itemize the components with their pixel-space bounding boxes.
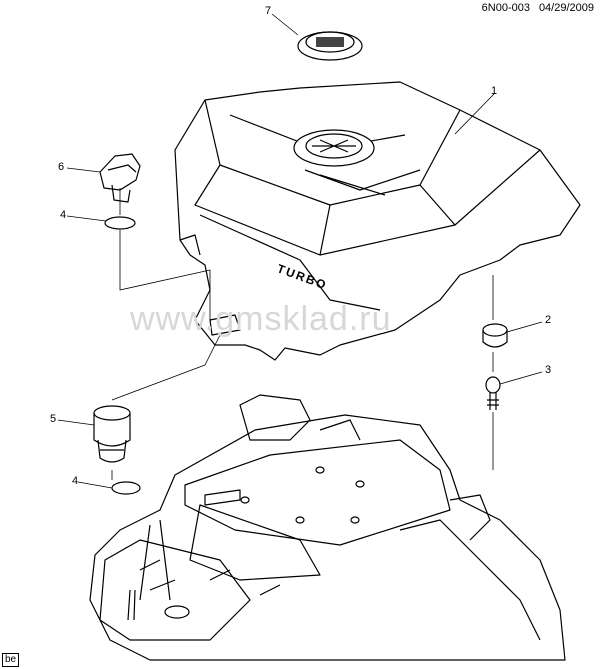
engine-cover-part-1 [174,81,581,361]
callout-5: 5 [50,413,57,425]
o-ring-part-4-upper [104,216,136,230]
o-ring-part-4-lower [111,481,141,495]
watermark-text: www.gmsklad.ru [130,300,392,338]
oil-filler-cap-part-6 [99,153,141,203]
cap-part-7 [297,31,363,61]
callout-4-upper: 4 [60,209,67,221]
filler-tube-part-5 [93,405,131,463]
corner-tag: be [2,653,20,667]
callout-1: 1 [491,85,498,97]
connector-lines [111,188,494,480]
callout-7: 7 [265,5,272,17]
reference-code: 6N00-003 [481,2,530,14]
callout-3: 3 [545,364,552,376]
leader-lines [57,13,543,489]
stud-part-3 [485,376,501,410]
callout-2: 2 [545,314,552,326]
callout-4-lower: 4 [72,475,79,487]
engine-assembly [89,394,566,661]
callout-6: 6 [58,161,65,173]
grommet-part-2 [482,323,508,348]
diagram-date: 04/29/2009 [538,2,594,14]
